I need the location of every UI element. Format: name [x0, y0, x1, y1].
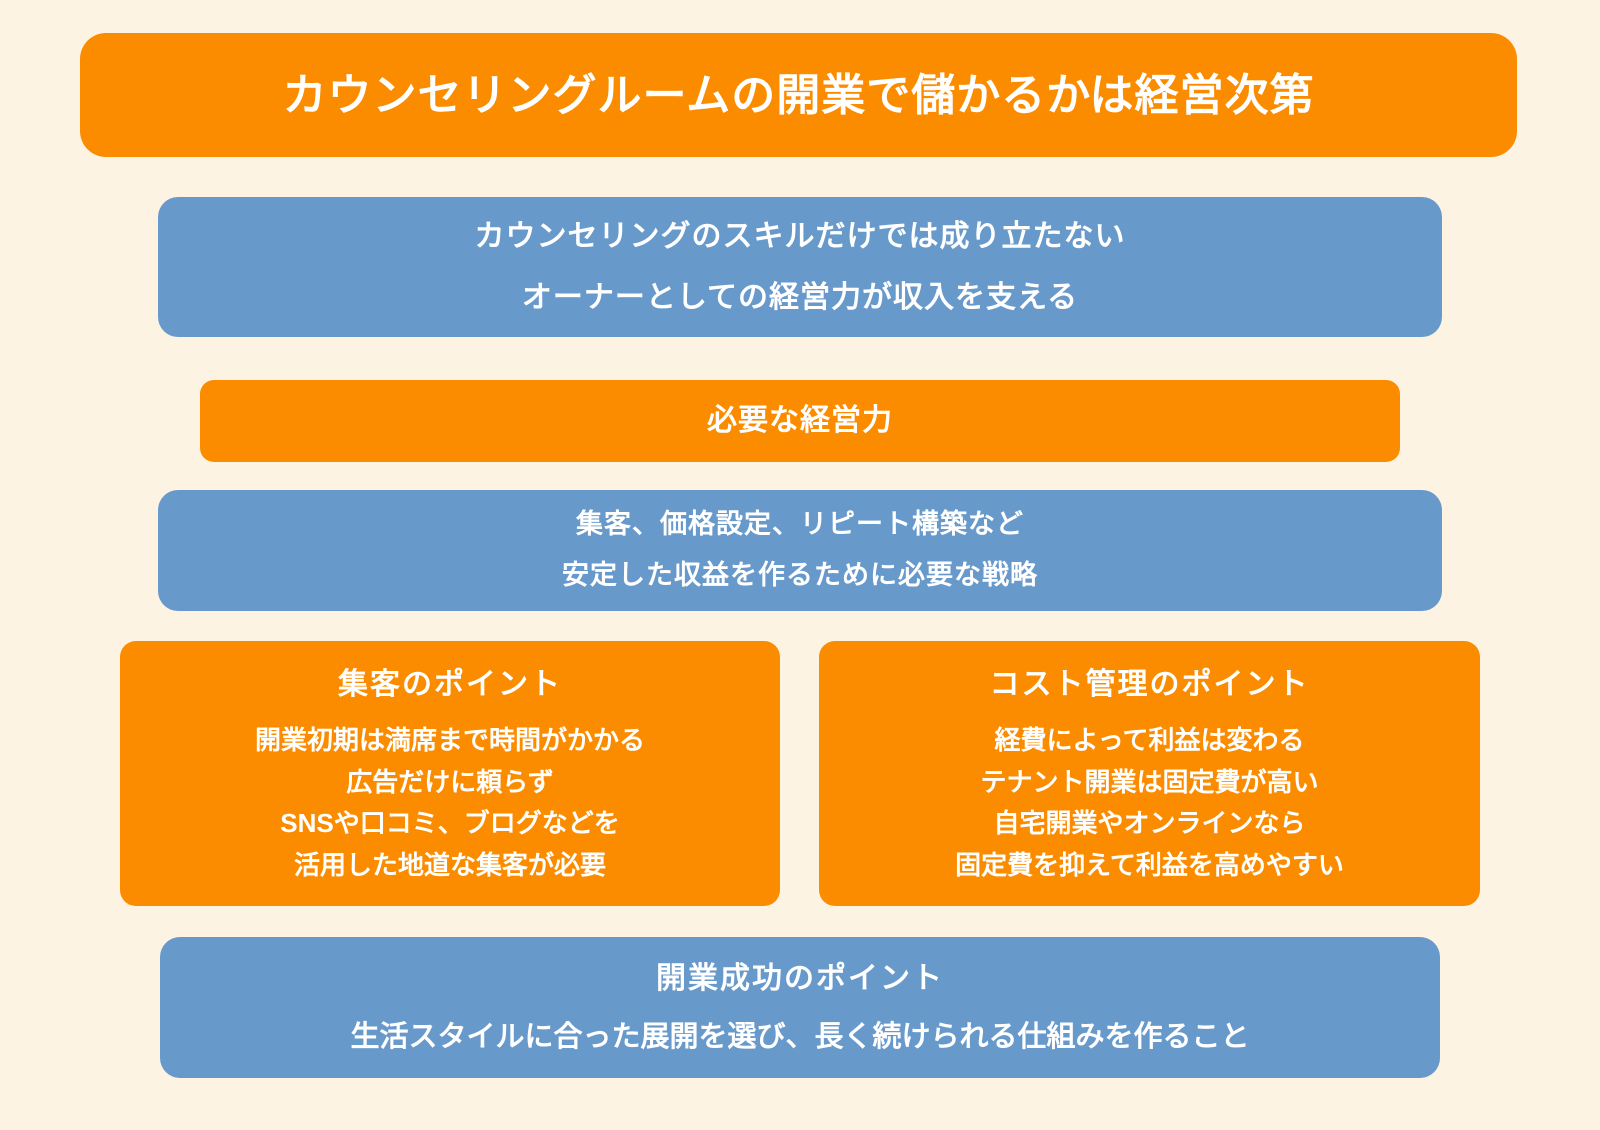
marketing-points-title: 集客のポイント [338, 667, 562, 701]
cost-point-3: 自宅開業やオンラインなら [993, 808, 1306, 839]
cost-management-points-title: コスト管理のポイント [989, 667, 1310, 701]
cost-point-4: 固定費を抑えて利益を高めやすい [955, 849, 1344, 880]
conclusion-line: 生活スタイルに合った展開を選び、長く続けられる仕組みを作ること [350, 1020, 1250, 1053]
title-banner: カウンセリングルームの開業で儲かるかは経営次第 [80, 33, 1517, 157]
premise-line-2: オーナーとしての経営力が収入を支える [521, 281, 1079, 314]
premise-line-1: カウンセリングのスキルだけでは成り立たない [474, 219, 1126, 253]
cost-point-2: テナント開業は固定費が高い [980, 766, 1319, 797]
strategy-line-2: 安定した収益を作るために必要な戦略 [562, 560, 1038, 590]
cost-point-1: 経費によって利益は変わる [994, 725, 1305, 756]
marketing-point-2: 広告だけに頼らず [346, 766, 554, 797]
marketing-point-1: 開業初期は満席まで時間がかかる [254, 725, 645, 756]
marketing-point-3: SNSや口コミ、ブログなどを [280, 808, 620, 839]
premise-box: カウンセリングのスキルだけでは成り立たない オーナーとしての経営力が収入を支える [158, 197, 1442, 337]
conclusion-title: 開業成功のポイント [656, 962, 944, 996]
section-header-bar: 必要な経営力 [200, 380, 1400, 462]
marketing-point-4: 活用した地道な集客が必要 [293, 849, 606, 880]
strategy-line-1: 集客、価格設定、リピート構築など [576, 509, 1024, 540]
strategy-box: 集客、価格設定、リピート構築など 安定した収益を作るために必要な戦略 [158, 490, 1442, 611]
conclusion-box: 開業成功のポイント 生活スタイルに合った展開を選び、長く続けられる仕組みを作るこ… [160, 937, 1440, 1078]
page-title: カウンセリングルームの開業で儲かるかは経営次第 [282, 70, 1315, 120]
cost-management-points-box: コスト管理のポイント 経費によって利益は変わる テナント開業は固定費が高い 自宅… [819, 641, 1480, 906]
marketing-points-box: 集客のポイント 開業初期は満席まで時間がかかる 広告だけに頼らず SNSや口コミ… [120, 641, 780, 906]
section-header-label: 必要な経営力 [707, 404, 893, 438]
